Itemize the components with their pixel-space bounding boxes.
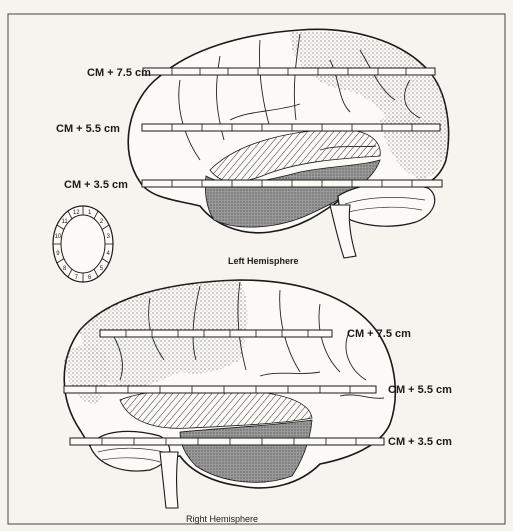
ring-number: 11	[61, 219, 68, 225]
ring-number: 10	[55, 234, 62, 240]
left-cerebellum	[338, 183, 435, 226]
right-level-label-35: CM + 3.5 cm	[388, 436, 452, 448]
right-level-label-75: CM + 7.5 cm	[347, 328, 411, 340]
left-hemisphere-brain	[128, 29, 448, 258]
right-level-ruler-35	[70, 438, 384, 445]
electrode-ring-diagram: 123456789101112	[53, 206, 113, 282]
left-level-label-35: CM + 3.5 cm	[64, 179, 128, 191]
right-hemisphere-title: Right Hemisphere	[186, 514, 258, 524]
right-hemisphere-brain	[64, 280, 395, 508]
right-brainstem	[160, 452, 178, 508]
right-level-ruler-75	[100, 330, 332, 337]
left-hemisphere-title: Left Hemisphere	[228, 256, 299, 266]
ring-number: 12	[73, 210, 80, 216]
left-level-ruler-35	[142, 180, 442, 187]
right-level-ruler-55	[64, 386, 376, 393]
left-level-ruler-75	[143, 68, 435, 75]
left-level-label-75: CM + 7.5 cm	[87, 67, 151, 79]
left-level-ruler-55	[142, 124, 440, 131]
left-level-label-55: CM + 5.5 cm	[56, 123, 120, 135]
right-level-label-55: CM + 5.5 cm	[388, 384, 452, 396]
